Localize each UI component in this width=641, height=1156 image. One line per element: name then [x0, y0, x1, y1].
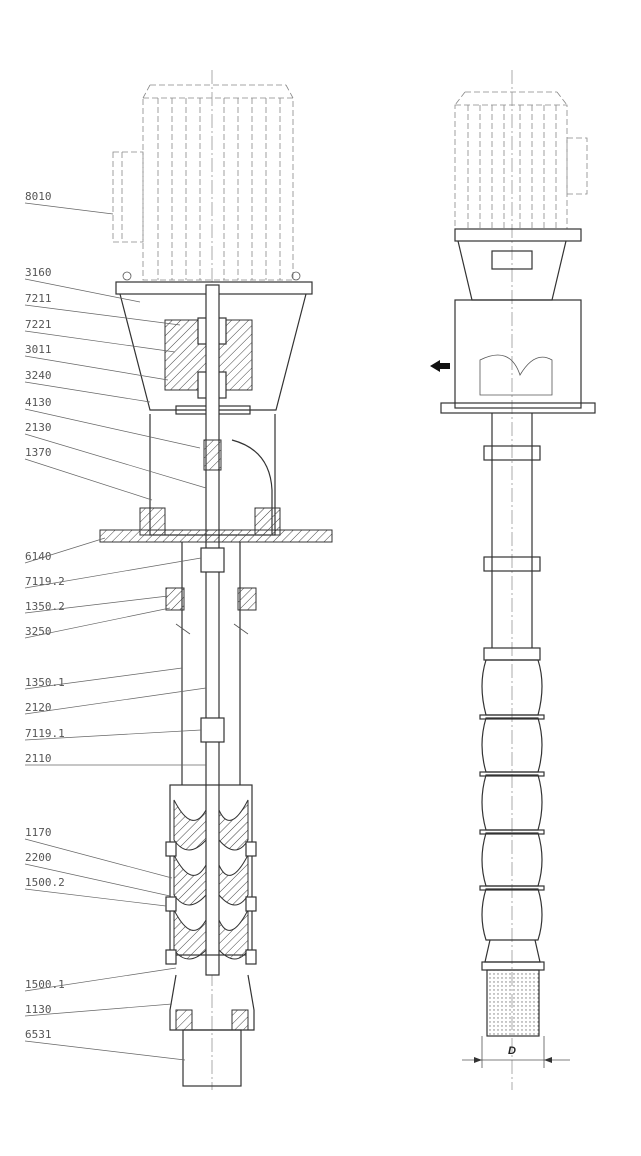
part-label: 3240 [25, 369, 52, 382]
part-label: 3011 [25, 343, 52, 356]
part-label: 2130 [25, 421, 52, 434]
part-label: 7211 [25, 292, 52, 305]
part-label: 1170 [25, 826, 52, 839]
part-label: 1350.1 [25, 676, 65, 689]
pump-head-right [430, 228, 596, 414]
bowls-right [479, 659, 545, 941]
part-label: 7119.1 [25, 727, 65, 740]
sectional-view [99, 70, 333, 1090]
part-label: 2120 [25, 701, 52, 714]
dimension-d-label: D [508, 1045, 516, 1057]
part-label: 6531 [25, 1028, 52, 1041]
motor-outline-right [454, 91, 588, 230]
part-label: 1370 [25, 446, 52, 459]
part-label: 7221 [25, 318, 52, 331]
part-labels: 8010 3160 7211 7221 3011 3240 4130 2130 … [24, 190, 207, 1061]
part-label: 1500.1 [25, 978, 65, 991]
bowl-assembly [165, 784, 257, 965]
part-label: 1350.2 [25, 600, 65, 613]
part-label: 7119.2 [25, 575, 65, 588]
part-label: 4130 [25, 396, 52, 409]
part-label: 8010 [25, 190, 52, 203]
part-label: 1500.2 [25, 876, 65, 889]
motor-outline [112, 84, 294, 281]
part-label: 6140 [25, 550, 52, 563]
part-label: 2110 [25, 752, 52, 765]
discharge-head [139, 414, 281, 536]
part-label: 3160 [25, 266, 52, 279]
part-label: 1130 [25, 1003, 52, 1016]
part-label: 2200 [25, 851, 52, 864]
external-view: D [430, 70, 596, 1090]
part-label: 3250 [25, 625, 52, 638]
